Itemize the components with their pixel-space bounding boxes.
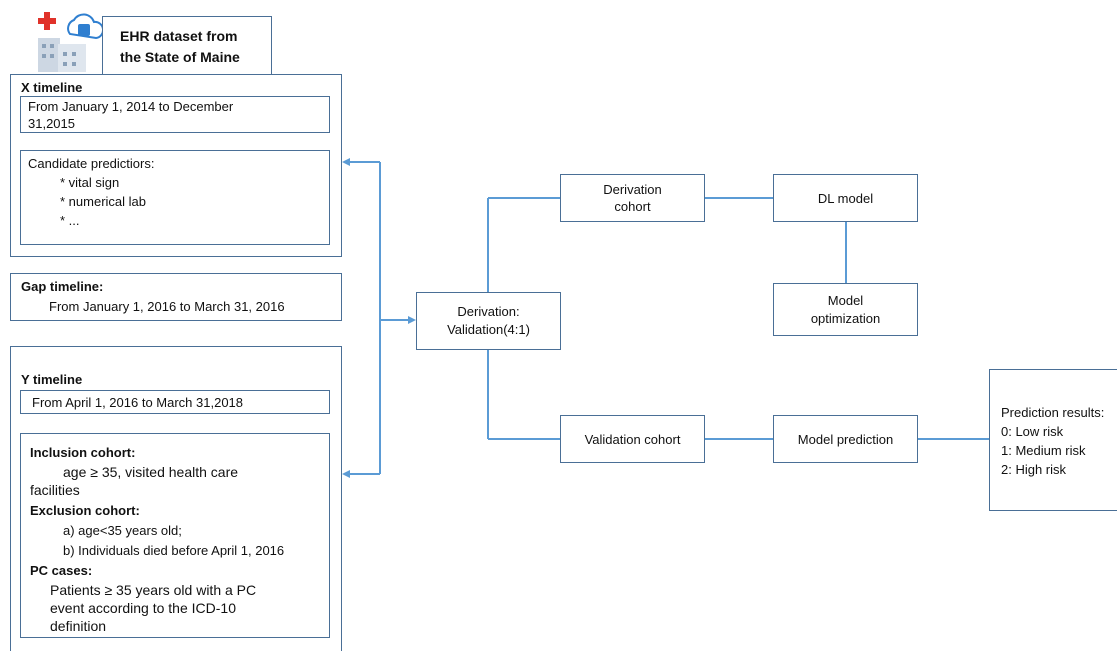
results-heading: Prediction results: <box>1001 405 1105 420</box>
inclusion-line-1: age ≥ 35, visited health care <box>63 464 239 480</box>
pc-cases-line-1: Patients ≥ 35 years old with a PC <box>50 582 257 598</box>
y-timeline-heading: Y timeline <box>21 372 83 387</box>
derivation-cohort-box: Derivation cohort <box>560 174 705 222</box>
pc-cases-line-3: definition <box>50 618 107 634</box>
split-line-2: Validation(4:1) <box>447 322 530 337</box>
pc-cases-line-2: event according to the ICD-10 <box>50 600 236 616</box>
title-line-2: the State of Maine <box>120 49 240 65</box>
exclusion-heading: Exclusion cohort: <box>30 503 140 518</box>
inclusion-line-2: facilities <box>30 482 80 498</box>
gap-timeline-range: From January 1, 2016 to March 31, 2016 <box>49 299 285 314</box>
x-timeline-heading: X timeline <box>21 80 83 95</box>
title-line-1: EHR dataset from <box>120 28 238 44</box>
derivation-validation-split-box: Derivation: Validation(4:1) <box>416 292 561 350</box>
gap-timeline-heading: Gap timeline: <box>21 279 104 294</box>
dl-model-box: DL model <box>773 174 918 222</box>
cohort-criteria-box: Inclusion cohort: age ≥ 35, visited heal… <box>20 433 330 638</box>
y-timeline-range-box: From April 1, 2016 to March 31,2018 <box>20 390 330 414</box>
x-timeline-range-box: From January 1, 2014 to December 31,2015 <box>20 96 330 133</box>
exclusion-item-a: a) age<35 years old; <box>63 523 182 538</box>
derivation-cohort-line-1: Derivation <box>603 182 662 197</box>
validation-cohort-label: Validation cohort <box>584 431 681 447</box>
predictors-heading: Candidate predictiors: <box>28 156 155 171</box>
split-line-1: Derivation: <box>457 304 520 319</box>
predictor-item: * numerical lab <box>60 194 146 209</box>
y-timeline-range: From April 1, 2016 to March 31,2018 <box>32 395 244 410</box>
model-optimization-line-1: Model <box>827 292 864 308</box>
exclusion-item-b: b) Individuals died before April 1, 2016 <box>63 543 285 558</box>
predictor-item: * ... <box>60 213 80 228</box>
x-range-line-1: From January 1, 2014 to December <box>28 99 234 114</box>
model-optimization-box: Model optimization <box>773 283 918 336</box>
derivation-cohort-line-2: cohort <box>614 199 651 214</box>
ehr-dataset-title: EHR dataset from the State of Maine <box>102 16 272 74</box>
result-item: 1: Medium risk <box>1001 443 1086 458</box>
prediction-results-box: Prediction results: 0: Low risk 1: Mediu… <box>989 369 1117 511</box>
predictor-item: * vital sign <box>60 175 120 190</box>
model-prediction-box: Model prediction <box>773 415 918 463</box>
candidate-predictors-box: Candidate predictiors: * vital sign * nu… <box>20 150 330 245</box>
model-prediction-label: Model prediction <box>797 431 894 447</box>
model-optimization-line-2: optimization <box>810 310 881 326</box>
hospital-cloud-database-icon <box>30 8 105 74</box>
gap-timeline-box: Gap timeline: From January 1, 2016 to Ma… <box>10 273 342 321</box>
result-item: 2: High risk <box>1001 462 1067 477</box>
result-item: 0: Low risk <box>1001 424 1064 439</box>
dl-model-label: DL model <box>817 190 874 206</box>
validation-cohort-box: Validation cohort <box>560 415 705 463</box>
pc-cases-heading: PC cases: <box>30 563 93 578</box>
x-range-line-2: 31,2015 <box>28 116 75 131</box>
inclusion-heading: Inclusion cohort: <box>30 445 136 460</box>
